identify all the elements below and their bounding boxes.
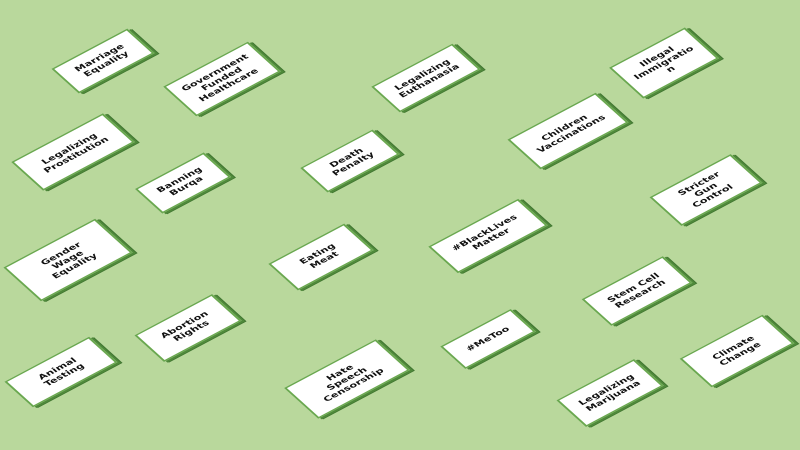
tile-label: Death Penalty — [327, 146, 377, 178]
tile-label: #MeToo — [464, 324, 512, 354]
tile-label: Stem Cell Research — [605, 271, 668, 310]
tile-label: Legalizing Marijuana — [576, 372, 643, 414]
tile-label: Illegal Immigratio n — [631, 44, 697, 82]
tile-children-vaccinations: Children Vaccinations — [507, 92, 629, 170]
tile-abortion-rights: Abortion Rights — [134, 294, 242, 362]
tile-marriage-equality: Marriage Equality — [51, 28, 155, 94]
tile-animal-testing: Animal Testing — [4, 336, 118, 408]
tile-label: Government Funded Healthcare — [179, 52, 261, 104]
tile-label: Animal Testing — [36, 356, 87, 389]
tile-climate-change: Climate Change — [679, 314, 795, 388]
tile-metoo: #MeToo — [440, 308, 536, 370]
tile-legalizing-prostitution: Legalizing Prostitution — [11, 113, 135, 191]
tile-hate-speech-censorship: Hate Speech Censorship — [284, 339, 410, 419]
tile-label: Climate Change — [710, 334, 764, 368]
tile-label: Banning Burqa — [154, 165, 206, 198]
tile-label: Abortion Rights — [158, 309, 212, 344]
tile-banning-burqa: Banning Burqa — [134, 152, 232, 214]
tile-label: Legalizing Prostitution — [39, 131, 112, 175]
tile-label: Eating Meat — [297, 241, 341, 271]
tile-label: Legalizing Euthanasia — [392, 57, 462, 100]
tile-label: Marriage Equality — [72, 42, 132, 79]
tile-label: Gender Wage Equality — [38, 240, 100, 281]
tile-government-funded-healthcare: Government Funded Healthcare — [163, 41, 281, 117]
tile-black-lives-matter: #BlackLives Matter — [428, 198, 548, 274]
tile-stem-cell-research: Stem Cell Research — [581, 256, 693, 326]
tile-label: #BlackLives Matter — [449, 213, 520, 253]
tile-stricter-gun-control: Stricter Gun Control — [649, 154, 763, 226]
tile-illegal-immigration: Illegal Immigratio n — [608, 27, 720, 99]
tile-legalizing-euthanasia: Legalizing Euthanasia — [371, 43, 481, 113]
tile-eating-meat: Eating Meat — [268, 223, 374, 291]
tile-label: Hate Speech Censorship — [321, 363, 387, 404]
tile-label: Children Vaccinations — [534, 113, 608, 155]
tile-legalizing-marijuana: Legalizing Marijuana — [556, 359, 664, 427]
tile-label: Stricter Gun Control — [675, 170, 736, 210]
tile-death-penalty: Death Penalty — [300, 129, 400, 193]
tile-gender-wage-equality: Gender Wage Equality — [3, 218, 133, 302]
